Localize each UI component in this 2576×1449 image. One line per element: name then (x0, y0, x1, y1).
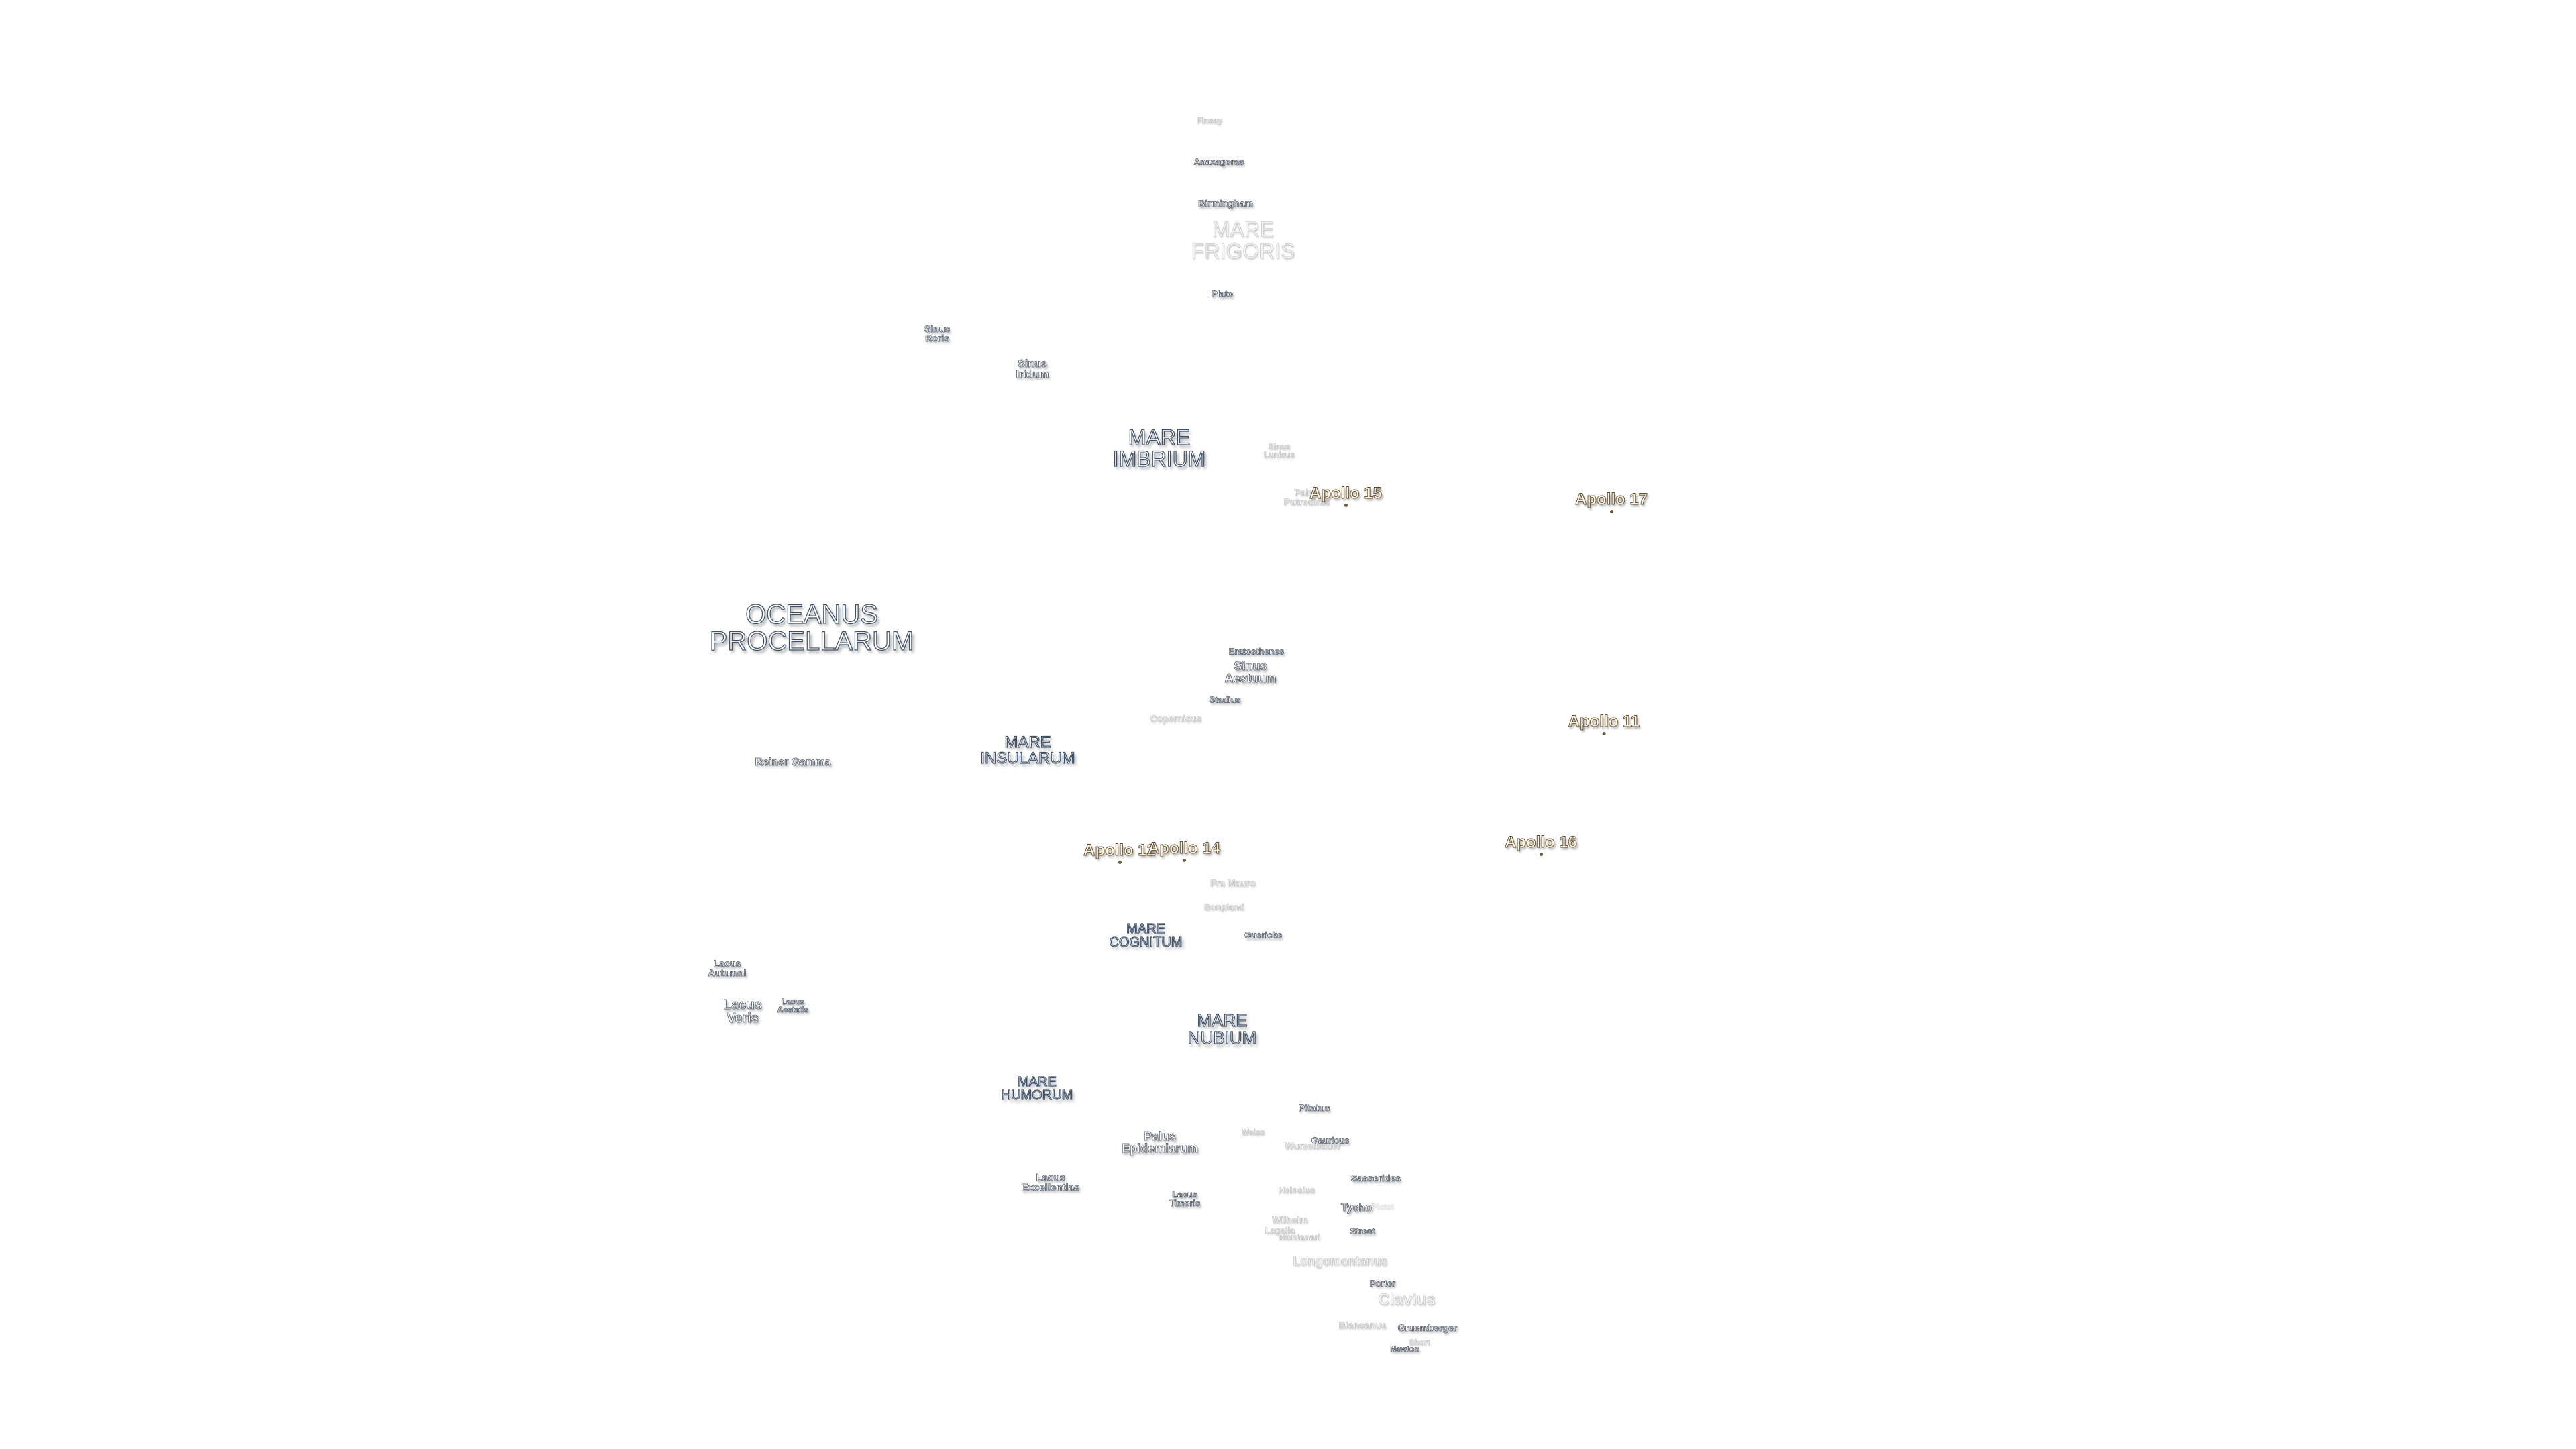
lacus-aestatis-line2: Aestatis (777, 1005, 809, 1014)
mare-cognitum-line2: COGNITUM (1109, 935, 1183, 950)
lacus-excellentiae-label[interactable]: Lacus Excellentiae (1021, 1172, 1080, 1193)
mare-nubium-line1: MARE (1197, 1010, 1248, 1030)
apollo-15-marker[interactable]: Apollo 15 (1309, 484, 1383, 507)
lacus-aestatis-label[interactable]: Lacus Aestatis (777, 997, 809, 1014)
palus-epidemiarum-line2: Epidemiarum (1121, 1142, 1199, 1155)
mare-frigoris-line1: MARE (1212, 217, 1275, 241)
lacus-timoris-line2: Timoris (1169, 1198, 1201, 1208)
crater-blancanus[interactable]: Blancanus (1338, 1320, 1387, 1330)
crater-heinsius[interactable]: Heinsius (1278, 1185, 1316, 1195)
lacus-timoris-line1: Lacus (1172, 1189, 1197, 1199)
crater-pictet[interactable]: Pictet (1371, 1202, 1394, 1212)
sinus-iridum-line1: Sinus (1018, 358, 1047, 370)
crater-gauricus[interactable]: Gauricus (1311, 1135, 1350, 1146)
mare-humorum-line1: MARE (1017, 1075, 1057, 1089)
lacus-veris-line1: Lacus (723, 998, 763, 1012)
crater-copernicus[interactable]: Copernicus (1150, 713, 1202, 724)
crater-moretus[interactable]: Short (1409, 1338, 1430, 1347)
mare-frigoris-label[interactable]: MARE FRIGORIS (1191, 219, 1295, 262)
apollo-11-marker[interactable]: Apollo 11 (1568, 712, 1640, 735)
lacus-autumni-line2: Autumni (708, 967, 747, 978)
crater-porter[interactable]: Porter (1369, 1278, 1396, 1289)
lacus-timoris-label[interactable]: Lacus Timoris (1169, 1190, 1201, 1208)
oceanus-procellarum-line1: OCEANUS (745, 600, 878, 629)
mare-humorum-label[interactable]: MARE HUMORUM (1001, 1075, 1073, 1103)
reiner-gamma-label[interactable]: Reiner Gamma (755, 757, 831, 768)
palus-epidemiarum-line1: Palus (1143, 1130, 1177, 1143)
palus-epidemiarum-label[interactable]: Palus Epidemiarum (1121, 1130, 1199, 1155)
crater-weiss[interactable]: Weiss (1241, 1128, 1265, 1137)
sinus-roris-line2: Roris (925, 333, 950, 343)
crater-bonpland[interactable]: Bonpland (1204, 902, 1245, 912)
lacus-autumni-label[interactable]: Lacus Autumni (708, 958, 747, 978)
lacus-autumni-line1: Lacus (713, 958, 741, 969)
mare-imbrium-line1: MARE (1128, 425, 1191, 449)
mare-nubium-label[interactable]: MARE NUBIUM (1187, 1010, 1257, 1048)
crater-street[interactable]: Street (1350, 1226, 1375, 1236)
crater-clavius[interactable]: Clavius (1378, 1291, 1436, 1309)
sinus-iridum-label[interactable]: Sinus Iridum (1016, 358, 1049, 380)
palus-putredinis-line2: Putredinis (1283, 496, 1330, 507)
palus-putredinis-line1: Palus (1294, 487, 1320, 498)
sinus-aestuum-line2: Aestuum (1224, 672, 1277, 685)
mare-insularum-line2: INSULARUM (980, 749, 1076, 767)
sinus-lunicus-label[interactable]: Sinus Lunicus (1263, 442, 1295, 460)
sinus-roris-line1: Sinus (924, 323, 951, 334)
crater-birmingham[interactable]: Birmingham (1198, 198, 1253, 209)
lacus-excellentiae-line2: Excellentiae (1021, 1182, 1080, 1193)
lacus-veris-line2: Veris (727, 1011, 759, 1026)
mare-humorum-line2: HUMORUM (1001, 1088, 1073, 1103)
mare-frigoris-line2: FRIGORIS (1191, 239, 1295, 263)
mare-imbrium-line2: IMBRIUM (1112, 447, 1206, 471)
crater-newton[interactable]: Newton (1390, 1344, 1419, 1354)
mare-insularum-line1: MARE (1004, 733, 1052, 751)
sinus-lunicus-line1: Sinus (1268, 442, 1291, 451)
crater-fra-mauro[interactable]: Fra Mauro (1210, 877, 1256, 888)
crater-tycho[interactable]: Tycho (1341, 1202, 1373, 1214)
apollo-12-marker[interactable]: Apollo 12 (1083, 841, 1157, 864)
crater-finsen[interactable]: Finsay (1196, 116, 1223, 125)
sinus-aestuum-label[interactable]: Sinus Aestuum (1224, 659, 1277, 685)
oceanus-procellarum-line2: PROCELLARUM (709, 627, 914, 656)
lacus-excellentiae-line1: Lacus (1036, 1172, 1065, 1183)
crater-eratosthenes[interactable]: Eratosthenes (1228, 646, 1285, 657)
crater-wurzelbauer[interactable]: Wurzelbauer (1285, 1140, 1341, 1151)
crater-anaxagoras[interactable]: Anaxagoras (1193, 156, 1244, 167)
crater-lagalla[interactable]: Lagalla (1265, 1225, 1295, 1236)
crater-plato[interactable]: Plato (1212, 288, 1234, 299)
crater-sasserides[interactable]: Sasserides (1351, 1173, 1401, 1183)
crater-guericke[interactable]: Guericke (1244, 930, 1282, 941)
sinus-lunicus-line2: Lunicus (1263, 450, 1295, 460)
apollo-16-marker[interactable]: Apollo 16 (1504, 833, 1578, 856)
crater-gruemberger[interactable]: Gruemberger (1397, 1322, 1458, 1333)
crater-wilhelm[interactable]: Wilhelm (1272, 1214, 1308, 1225)
palus-putredinis-label[interactable]: Palus Putredinis (1283, 487, 1330, 507)
mare-cognitum-line1: MARE (1126, 922, 1166, 936)
lacus-veris-label[interactable]: Lacus Veris (723, 998, 763, 1026)
mare-nubium-line2: NUBIUM (1187, 1028, 1257, 1048)
crater-stadius[interactable]: Stadius (1209, 694, 1241, 705)
sinus-aestuum-line1: Sinus (1234, 659, 1267, 673)
crater-longomontanus[interactable]: Longomontanus (1293, 1254, 1388, 1268)
mare-insularum-label[interactable]: MARE INSULARUM (980, 733, 1076, 767)
apollo-14-marker[interactable]: Apollo 14 (1147, 839, 1221, 862)
sinus-roris-label[interactable]: Sinus Roris (924, 323, 951, 343)
apollo-17-marker[interactable]: Apollo 17 (1574, 490, 1648, 513)
mare-cognitum-label[interactable]: MARE COGNITUM (1109, 922, 1183, 950)
crater-montanari[interactable]: Montanari (1278, 1232, 1321, 1242)
oceanus-procellarum-label[interactable]: OCEANUS PROCELLARUM (709, 600, 914, 656)
sinus-iridum-line2: Iridum (1016, 369, 1049, 380)
mare-imbrium-label[interactable]: MARE IMBRIUM (1112, 425, 1206, 471)
lacus-aestatis-line1: Lacus (781, 997, 805, 1006)
crater-pitatus[interactable]: Pitatus (1298, 1102, 1330, 1113)
